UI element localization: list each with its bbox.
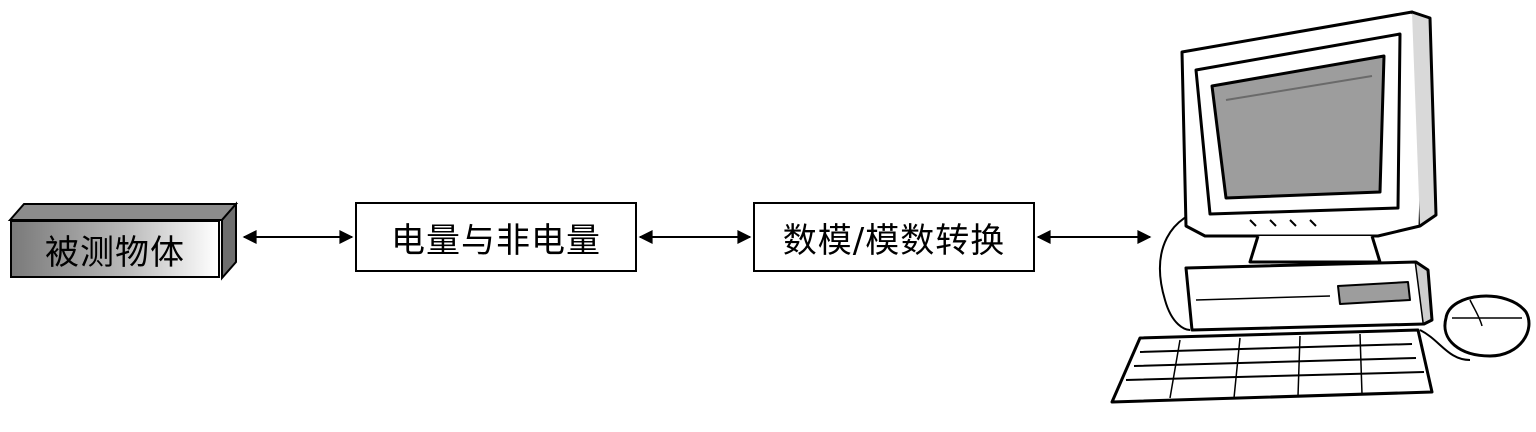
adda-box: 数模/模数转换 <box>753 202 1035 272</box>
keyboard <box>1110 328 1434 404</box>
object-box: 被测物体 <box>10 220 220 278</box>
object-box-top-face <box>7 203 239 221</box>
adda-label: 数模/模数转换 <box>782 220 1006 261</box>
object-label: 被测物体 <box>45 232 185 273</box>
computer-icon <box>1110 10 1531 404</box>
monitor-screen <box>1210 54 1386 200</box>
computer-cable <box>1159 207 1211 331</box>
conversion-box: 电量与非电量 <box>355 202 637 272</box>
drive-slot <box>1337 281 1411 305</box>
object-box-side-face <box>221 201 237 281</box>
mouse <box>1443 294 1531 358</box>
conversion-label: 电量与非电量 <box>391 220 601 261</box>
